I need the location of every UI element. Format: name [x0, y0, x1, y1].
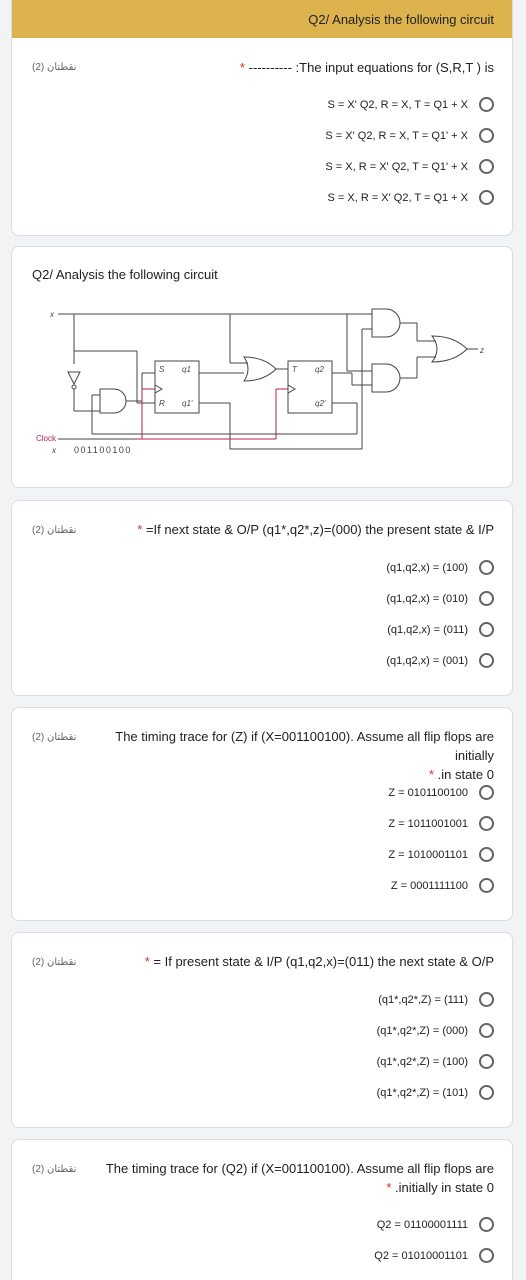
option-label: Q2 = 01100001111	[376, 1218, 468, 1231]
radio-button[interactable]	[479, 128, 494, 143]
points-label: نقطتان (2)	[32, 525, 77, 536]
points-label: نقطتان (2)	[32, 62, 77, 73]
radio-button[interactable]	[479, 1023, 494, 1038]
question-text: * ---------- :The input equations for (S…	[240, 58, 494, 77]
radio-button[interactable]	[479, 159, 494, 174]
option-label: Z = 0101100100	[388, 786, 468, 799]
option-label: Z = 0001111100	[390, 879, 468, 892]
option-label: (q1*,q2*,Z) = (111)	[378, 993, 468, 1006]
radio-button[interactable]	[479, 1085, 494, 1100]
question-text: The timing trace for (Z) if (X=001100100…	[74, 727, 494, 784]
question-text: * = If present state & I/P (q1,q2,x)=(01…	[145, 952, 494, 971]
radio-button[interactable]	[479, 816, 494, 831]
x-sequence-label: x	[51, 446, 57, 455]
question-label: = If present state & I/P (q1,q2,x)=(011)…	[153, 954, 494, 969]
option-row[interactable]: Q2 = 01010001101	[374, 1248, 494, 1263]
option-row[interactable]: (q1*,q2*,Z) = (101)	[377, 1085, 494, 1100]
question-label-line1: The timing trace for (Z) if (X=001100100…	[115, 729, 494, 763]
option-row[interactable]: (q1,q2,x) = (001)	[386, 653, 494, 668]
option-label: (q1,q2,x) = (011)	[387, 623, 468, 636]
radio-button[interactable]	[479, 878, 494, 893]
question-label-line2: * .initially in state 0	[386, 1180, 494, 1195]
question-label: :The input equations for (S,R,T ) is	[295, 60, 494, 75]
option-row[interactable]: Z = 0001111100	[391, 878, 494, 893]
ff2-qbar-label: q2'	[315, 399, 326, 408]
option-row[interactable]: (q1*,q2*,Z) = (100)	[377, 1054, 494, 1069]
question-label-line1: The timing trace for (Q2) if (X=00110010…	[105, 1161, 494, 1176]
question-card-2: نقطتان (2) * =If next state & O/P (q1*,q…	[11, 500, 513, 696]
section-header: Q2/ Analysis the following circuit	[12, 0, 512, 38]
points-label: نقطتان (2)	[32, 957, 77, 968]
option-label: Z = 1011001001	[388, 817, 468, 830]
points-label: نقطتان (2)	[32, 732, 77, 743]
section-header-title: Q2/ Analysis the following circuit	[308, 12, 494, 27]
radio-button[interactable]	[479, 1217, 494, 1232]
radio-button[interactable]	[479, 847, 494, 862]
points-label: نقطتان (2)	[32, 1164, 77, 1175]
radio-button[interactable]	[479, 785, 494, 800]
radio-button[interactable]	[479, 1248, 494, 1263]
option-row[interactable]: (q1,q2,x) = (010)	[386, 591, 494, 606]
radio-button[interactable]	[479, 992, 494, 1007]
option-row[interactable]: S = X' Q2, R = X, T = Q1' + X	[325, 128, 494, 143]
option-label: (q1,q2,x) = (010)	[386, 592, 468, 605]
option-row[interactable]: (q1*,q2*,Z) = (111)	[378, 992, 494, 1007]
radio-button[interactable]	[479, 560, 494, 575]
question-card-1: Q2/ Analysis the following circuit نقطتا…	[11, 0, 513, 236]
required-asterisk: *	[428, 767, 434, 782]
radio-button[interactable]	[479, 622, 494, 637]
option-row[interactable]: S = X, R = X' Q2, T = Q1 + X	[327, 190, 494, 205]
option-label: S = X' Q2, R = X, T = Q1' + X	[325, 129, 468, 142]
option-label: Z = 1010001101	[388, 848, 468, 861]
option-label: (q1*,q2*,Z) = (101)	[376, 1086, 468, 1099]
option-label: (q1*,q2*,Z) = (000)	[376, 1024, 468, 1037]
clock-label: Clock	[36, 434, 57, 443]
question-label-line2: * .in state 0	[428, 767, 494, 782]
required-asterisk: *	[144, 954, 150, 969]
question-card-4: نقطتان (2) * = If present state & I/P (q…	[11, 932, 513, 1128]
option-row[interactable]: Z = 1010001101	[388, 847, 494, 862]
question-text: * =If next state & O/P (q1*,q2*,z)=(000)…	[137, 520, 494, 539]
option-label: S = X, R = X' Q2, T = Q1' + X	[325, 160, 468, 173]
option-label: (q1*,q2*,Z) = (100)	[376, 1055, 468, 1068]
circuit-diagram: x z S R q1 q1' T q2 q2' Clock x 00110010…	[36, 308, 484, 455]
x-input-label: x	[49, 310, 55, 319]
option-row[interactable]: Q2 = 01100001111	[377, 1217, 494, 1232]
option-row[interactable]: (q1,q2,x) = (011)	[387, 622, 494, 637]
option-row[interactable]: (q1,q2,x) = (100)	[386, 560, 494, 575]
radio-button[interactable]	[479, 1054, 494, 1069]
required-asterisk: *	[239, 60, 245, 75]
ff1-r-label: R	[159, 399, 165, 408]
ff2-t-label: T	[292, 365, 298, 374]
radio-button[interactable]	[479, 190, 494, 205]
option-label: S = X, R = X' Q2, T = Q1 + X	[327, 191, 469, 204]
required-asterisk: *	[386, 1180, 392, 1195]
circuit-card: Q2/ Analysis the following circuit	[11, 246, 513, 488]
option-label: (q1,q2,x) = (001)	[386, 654, 468, 667]
z-output-label: z	[479, 346, 484, 355]
required-asterisk: *	[137, 522, 143, 537]
ff2-q-label: q2	[315, 365, 324, 374]
option-label: S = X' Q2, R = X, T = Q1 + X	[327, 98, 469, 111]
radio-button[interactable]	[479, 97, 494, 112]
option-row[interactable]: (q1*,q2*,Z) = (000)	[377, 1023, 494, 1038]
option-row[interactable]: S = X' Q2, R = X, T = Q1 + X	[327, 97, 494, 112]
option-row[interactable]: Z = 1011001001	[388, 816, 494, 831]
option-label: (q1,q2,x) = (100)	[386, 561, 468, 574]
question-text: The timing trace for (Q2) if (X=00110010…	[94, 1159, 494, 1197]
question-card-3: نقطتان (2) The timing trace for (Z) if (…	[11, 707, 513, 921]
x-sequence: 001100100	[74, 445, 132, 455]
circuit-section-title: Q2/ Analysis the following circuit	[32, 267, 218, 282]
ff1-s-label: S	[159, 365, 165, 374]
ff1-q-label: q1	[182, 365, 191, 374]
option-row[interactable]: S = X, R = X' Q2, T = Q1' + X	[325, 159, 494, 174]
question-dashes: ----------	[248, 60, 292, 75]
radio-button[interactable]	[479, 653, 494, 668]
option-row[interactable]: Z = 0101100100	[388, 785, 494, 800]
ff1-qbar-label: q1'	[182, 399, 193, 408]
option-label: Q2 = 01010001101	[374, 1249, 468, 1262]
question-label: =If next state & O/P (q1*,q2*,z)=(000) t…	[145, 522, 494, 537]
question-card-5: نقطتان (2) The timing trace for (Q2) if …	[11, 1139, 513, 1280]
radio-button[interactable]	[479, 591, 494, 606]
